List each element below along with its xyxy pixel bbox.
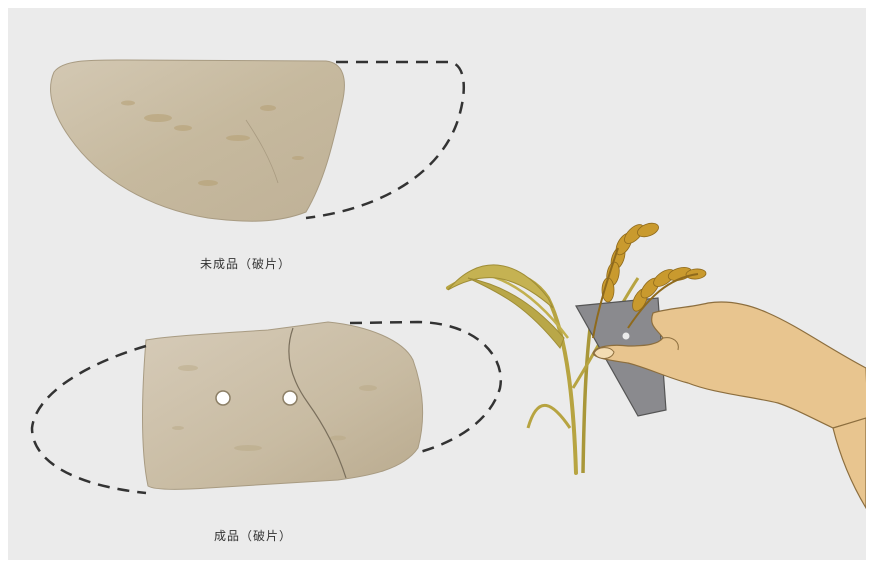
reconstruction-outline-left — [32, 346, 146, 493]
figure-canvas — [8, 8, 866, 560]
stone-knife-unfinished-icon — [51, 60, 345, 221]
caption-finished: 成品（破片） — [214, 527, 292, 544]
stone-knife-finished-icon — [143, 322, 423, 489]
caption-unfinished: 未成品（破片） — [200, 255, 291, 272]
hand-reaping-rice-icon — [448, 221, 866, 508]
figure-panel: 未成品（破片） 成品（破片） — [8, 8, 866, 560]
